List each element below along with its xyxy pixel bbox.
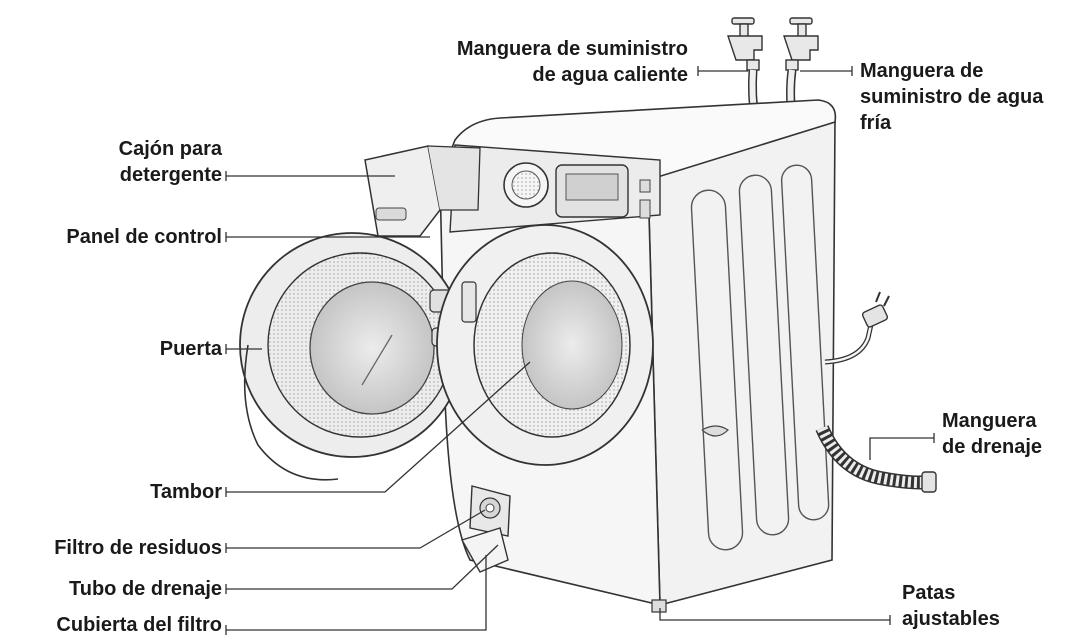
door xyxy=(239,232,465,481)
faucet-cold xyxy=(783,17,819,71)
side-handle xyxy=(701,425,729,437)
label-line: detergente xyxy=(119,164,222,186)
label-line: de drenaje xyxy=(942,436,1043,458)
label-line: Cajón para xyxy=(118,138,222,160)
label-door: Puerta xyxy=(159,338,222,360)
side-rib xyxy=(780,164,830,521)
label-control-panel: Panel de control xyxy=(66,226,222,248)
label-drain-tube: Tubo de drenaje xyxy=(69,578,222,600)
label-line: Patas xyxy=(902,582,956,604)
label-line: Manguera de suministro xyxy=(456,38,688,60)
label-line: Manguera de xyxy=(860,60,984,82)
label-filter-cover: Cubierta del filtro xyxy=(56,614,222,636)
label-detergent-drawer: Cajón para detergente xyxy=(40,136,222,188)
side-rib xyxy=(738,174,790,536)
label-drum: Tambor xyxy=(150,481,222,503)
faucet-hot xyxy=(727,17,763,71)
label-drain-hose: Manguera de drenaje xyxy=(942,408,1072,460)
detergent-drawer xyxy=(364,145,441,237)
label-hot-water-hose: Manguera de suministro de agua caliente xyxy=(398,36,688,88)
label-line: fría xyxy=(860,112,892,134)
side-rib xyxy=(690,189,744,551)
drum xyxy=(436,224,654,466)
cabinet-side xyxy=(647,118,836,607)
label-line: ajustables xyxy=(902,608,1000,630)
label-debris-filter: Filtro de residuos xyxy=(54,537,222,559)
filter-cover xyxy=(460,485,511,573)
label-adjustable-feet: Patas ajustables xyxy=(902,580,1052,632)
label-line: de agua caliente xyxy=(532,64,688,86)
label-cold-water-hose: Manguera de suministro de agua fría xyxy=(860,58,1074,136)
label-line: suministro de agua xyxy=(860,86,1044,108)
adjustable-foot xyxy=(651,599,667,613)
leader-lines xyxy=(225,66,935,635)
power-plug xyxy=(861,304,889,328)
label-line: Manguera xyxy=(942,410,1037,432)
